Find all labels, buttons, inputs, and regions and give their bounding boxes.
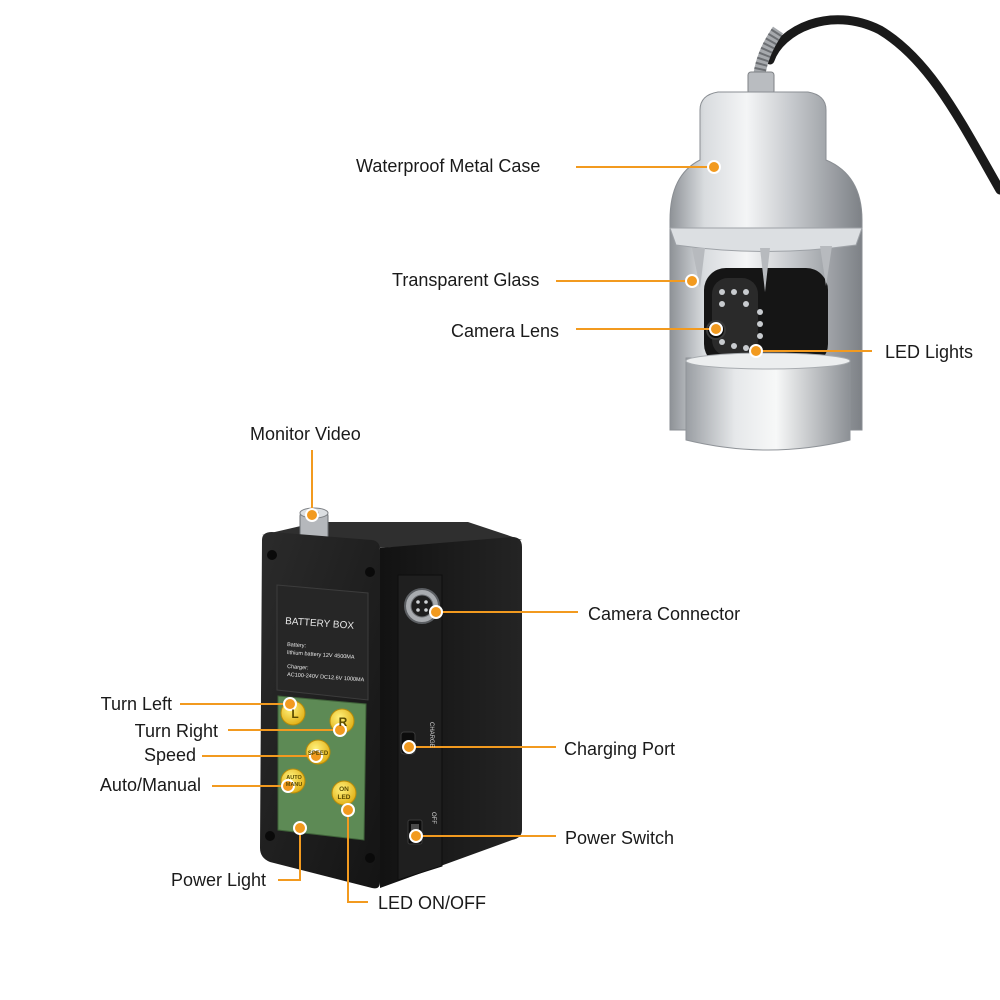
button-speed-text: SPEED bbox=[308, 751, 329, 757]
label-power-light: Power Light bbox=[170, 870, 266, 890]
button-led-text: LED bbox=[338, 794, 351, 801]
charge-port-text: CHARGE bbox=[428, 722, 434, 748]
label-speed: Speed bbox=[143, 745, 196, 765]
battery-box bbox=[260, 507, 522, 889]
label-camera-lens: Camera Lens bbox=[451, 321, 560, 341]
button-right-text: R bbox=[339, 715, 348, 729]
label-led-lights: LED Lights bbox=[885, 342, 974, 362]
label-waterproof-metal-case: Waterproof Metal Case bbox=[356, 156, 541, 176]
callout-leaders bbox=[180, 166, 872, 903]
label-transparent-glass: Transparent Glass bbox=[392, 270, 540, 290]
button-on-text: ON bbox=[339, 786, 349, 793]
label-charging-port: Charging Port bbox=[564, 739, 676, 759]
label-turn-right: Turn Right bbox=[134, 721, 218, 741]
sticker-title: BATTERY BOX bbox=[285, 616, 355, 632]
label-power-switch: Power Switch bbox=[565, 828, 675, 848]
callout-dots bbox=[281, 160, 763, 843]
button-left-text: L bbox=[291, 707, 298, 721]
label-monitor-video: Monitor Video bbox=[250, 424, 361, 444]
sticker-charger-label: Charger: bbox=[287, 664, 309, 672]
camera bbox=[669, 15, 1000, 451]
sticker-charger-spec: AC100-240V DC12.6V 1000MA bbox=[287, 672, 365, 683]
power-switch-text: OFF bbox=[430, 812, 436, 824]
sticker-battery-spec: lithium battery 12V 4500MA bbox=[287, 650, 355, 661]
battery-sticker: BATTERY BOX Battery: lithium battery 12V… bbox=[285, 616, 365, 683]
sticker-battery-label: Battery: bbox=[287, 642, 307, 649]
label-led-onoff: LED ON/OFF bbox=[378, 893, 487, 913]
label-auto-manual: Auto/Manual bbox=[99, 775, 201, 795]
label-turn-left: Turn Left bbox=[100, 694, 172, 714]
label-camera-connector: Camera Connector bbox=[588, 604, 741, 624]
button-manu-text: MANU bbox=[286, 782, 303, 788]
button-auto-text: AUTO bbox=[286, 775, 302, 781]
